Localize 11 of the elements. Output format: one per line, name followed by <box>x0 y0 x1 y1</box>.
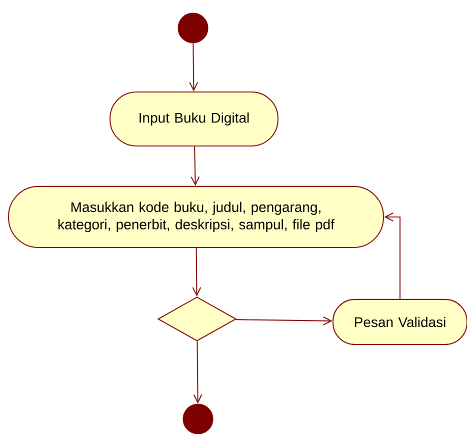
action-box: Masukkan kode buku, judul, pengarang, kategori, penerbit, deskripsi, sampul, file pdf <box>8 186 384 248</box>
arrow <box>384 212 401 299</box>
arrow <box>190 146 200 186</box>
arrow <box>236 316 332 326</box>
action-box: Input Buku Digital <box>109 91 279 147</box>
arrow <box>192 248 202 297</box>
state-dot <box>182 404 214 434</box>
state-dot <box>178 12 208 44</box>
action-box: Pesan Validasi <box>332 298 467 346</box>
arrow <box>189 43 198 92</box>
arrow <box>193 341 202 404</box>
